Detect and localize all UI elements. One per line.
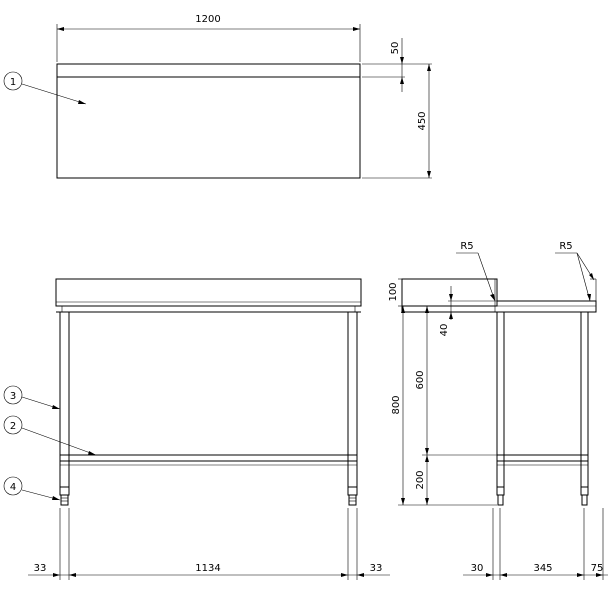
dim-50-label: 50 bbox=[390, 42, 401, 55]
side-view: R5 R5 100 800 40 600 bbox=[388, 241, 608, 580]
dim-600-label: 600 bbox=[415, 370, 426, 389]
balloon-1: 1 bbox=[10, 77, 16, 88]
dim-200-label: 200 bbox=[415, 470, 426, 489]
dim-100-label: 100 bbox=[388, 282, 399, 301]
dim-33-right-label: 33 bbox=[370, 563, 383, 574]
dim-75-label: 75 bbox=[591, 563, 604, 574]
balloon-2: 2 bbox=[10, 421, 16, 432]
radius-r5-left: R5 bbox=[460, 241, 473, 252]
balloon-4: 4 bbox=[10, 482, 16, 493]
dim-1134-label: 1134 bbox=[195, 563, 220, 574]
dim-30-label: 30 bbox=[471, 563, 484, 574]
dim-345-label: 345 bbox=[533, 563, 552, 574]
dim-800-label: 800 bbox=[391, 395, 402, 414]
dim-450-label: 450 bbox=[417, 111, 428, 130]
top-view: 1200 50 450 1 bbox=[3, 14, 432, 179]
dim-1200-label: 1200 bbox=[195, 14, 220, 25]
front-view: 3 2 4 33 1134 33 bbox=[3, 278, 390, 580]
dim-40-label: 40 bbox=[439, 324, 450, 337]
radius-r5-right: R5 bbox=[559, 241, 572, 252]
balloon-3: 3 bbox=[10, 391, 16, 402]
dim-33-left-label: 33 bbox=[34, 563, 47, 574]
